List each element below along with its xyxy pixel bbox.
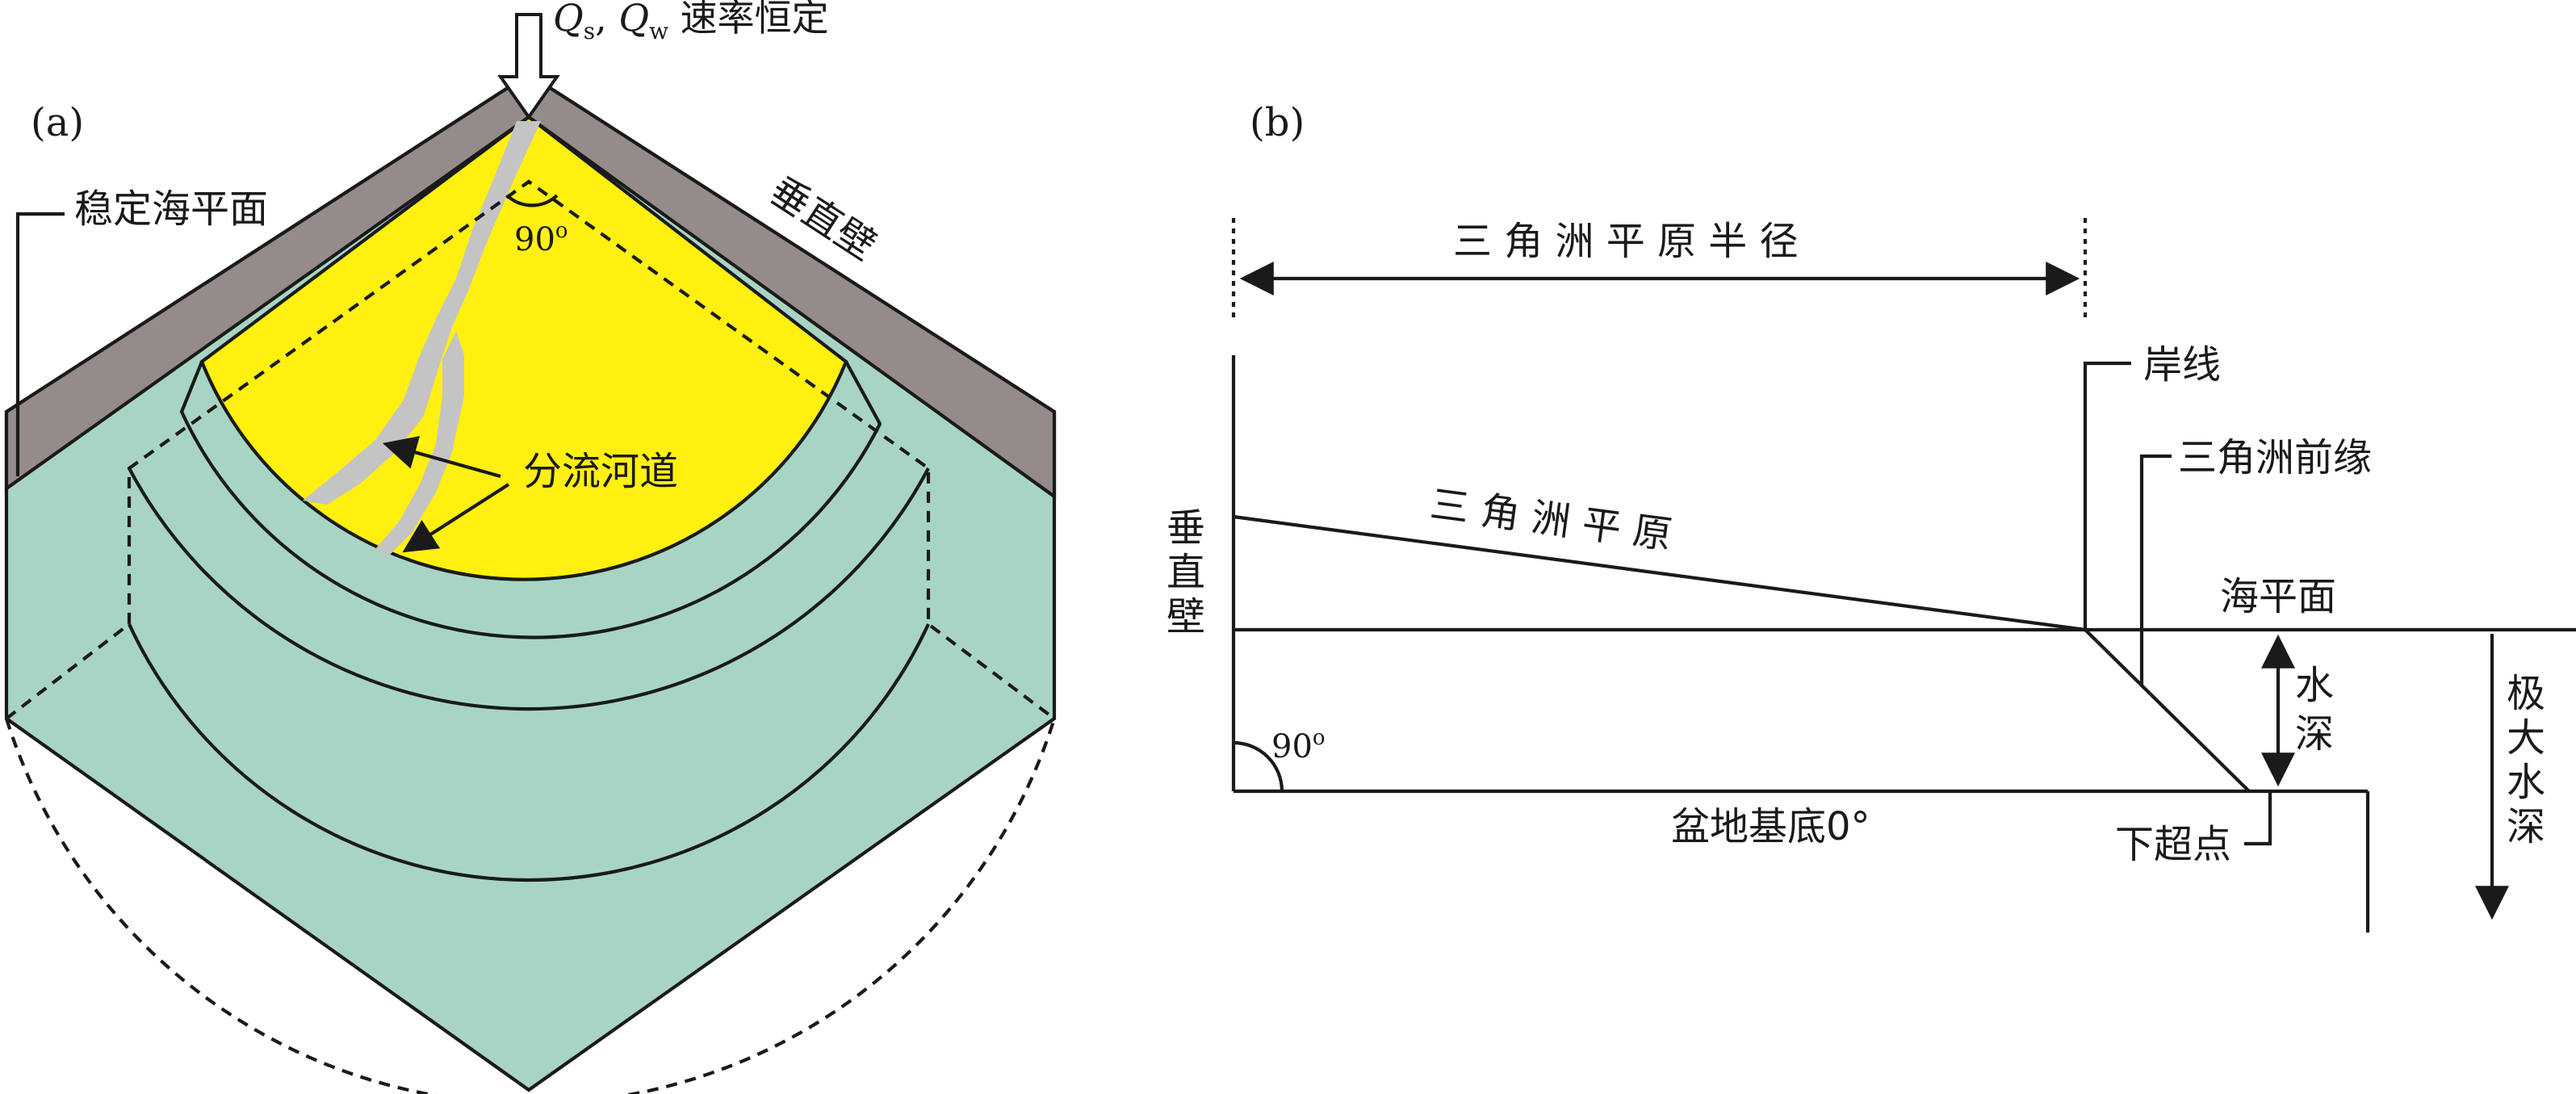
svg-text:大: 大 xyxy=(2507,715,2545,761)
max-depth-label: 极 大 水 深 xyxy=(2507,671,2545,849)
distributary-channels-label: 分流河道 xyxy=(523,449,678,494)
svg-text:深: 深 xyxy=(2507,804,2545,849)
apex-angle-label: 90o xyxy=(514,219,568,258)
clinoform-arc-1 xyxy=(179,360,882,639)
shoreline-leader xyxy=(2083,361,2131,630)
vertical-wall-label-b: 垂 直 壁 xyxy=(1167,505,1205,639)
sea-level-label: 稳定海平面 xyxy=(74,187,268,232)
clinoform-arc-3 xyxy=(128,623,930,882)
clinoform-arc-2 xyxy=(128,467,930,711)
input-rate-label: Qs, Qw 速率恒定 xyxy=(553,0,829,44)
channel-pointer-arrow xyxy=(382,436,501,479)
downlap-leader xyxy=(2244,791,2272,846)
downlap-label: 下超点 xyxy=(2115,822,2231,867)
panel-label-b: (b) xyxy=(1250,100,1305,145)
svg-text:壁: 壁 xyxy=(1167,594,1205,639)
delta-front-label: 三角洲前缘 xyxy=(2178,435,2372,480)
delta-front-leader xyxy=(2139,454,2172,685)
sea-level-leader xyxy=(15,212,65,476)
panel-a: (a) Qs, Qw 速率恒定 稳定海平面 垂直壁 90o 分流河道 xyxy=(4,0,1057,1094)
basin-angle-arc xyxy=(1233,740,1284,792)
svg-text:极: 极 xyxy=(2507,671,2545,716)
sediment-input-arrow xyxy=(497,13,560,120)
svg-text:深: 深 xyxy=(2295,711,2334,757)
basin-floor-label: 盆地基底0° xyxy=(1671,804,1870,849)
delta-plain-surface xyxy=(1233,514,2086,632)
apex-angle-arc xyxy=(505,194,559,207)
panel-label-a: (a) xyxy=(31,100,84,145)
panel-b: (b) 三 角 洲 平 原 半 径 垂 直 壁 三 角 洲 平 原 海平面 岸线… xyxy=(1167,100,2576,933)
sea-level-label-b: 海平面 xyxy=(2220,574,2336,619)
distributary-channel xyxy=(375,331,464,557)
channel-pointer-arrow xyxy=(402,483,510,553)
water-depth-label: 水 深 xyxy=(2295,663,2334,757)
shoreline-label: 岸线 xyxy=(2143,342,2221,388)
dashed-outer-arc xyxy=(4,718,1057,1094)
basin-angle-label: 90o xyxy=(1271,726,1326,765)
svg-text:水: 水 xyxy=(2295,663,2334,708)
svg-text:垂: 垂 xyxy=(1167,505,1205,551)
svg-text:直: 直 xyxy=(1167,550,1205,595)
dashed-sea-level-outline xyxy=(5,179,1056,720)
delta-front-slope xyxy=(2084,628,2251,793)
radius-label: 三 角 洲 平 原 半 径 xyxy=(1453,219,1799,264)
svg-text:水: 水 xyxy=(2507,760,2545,805)
